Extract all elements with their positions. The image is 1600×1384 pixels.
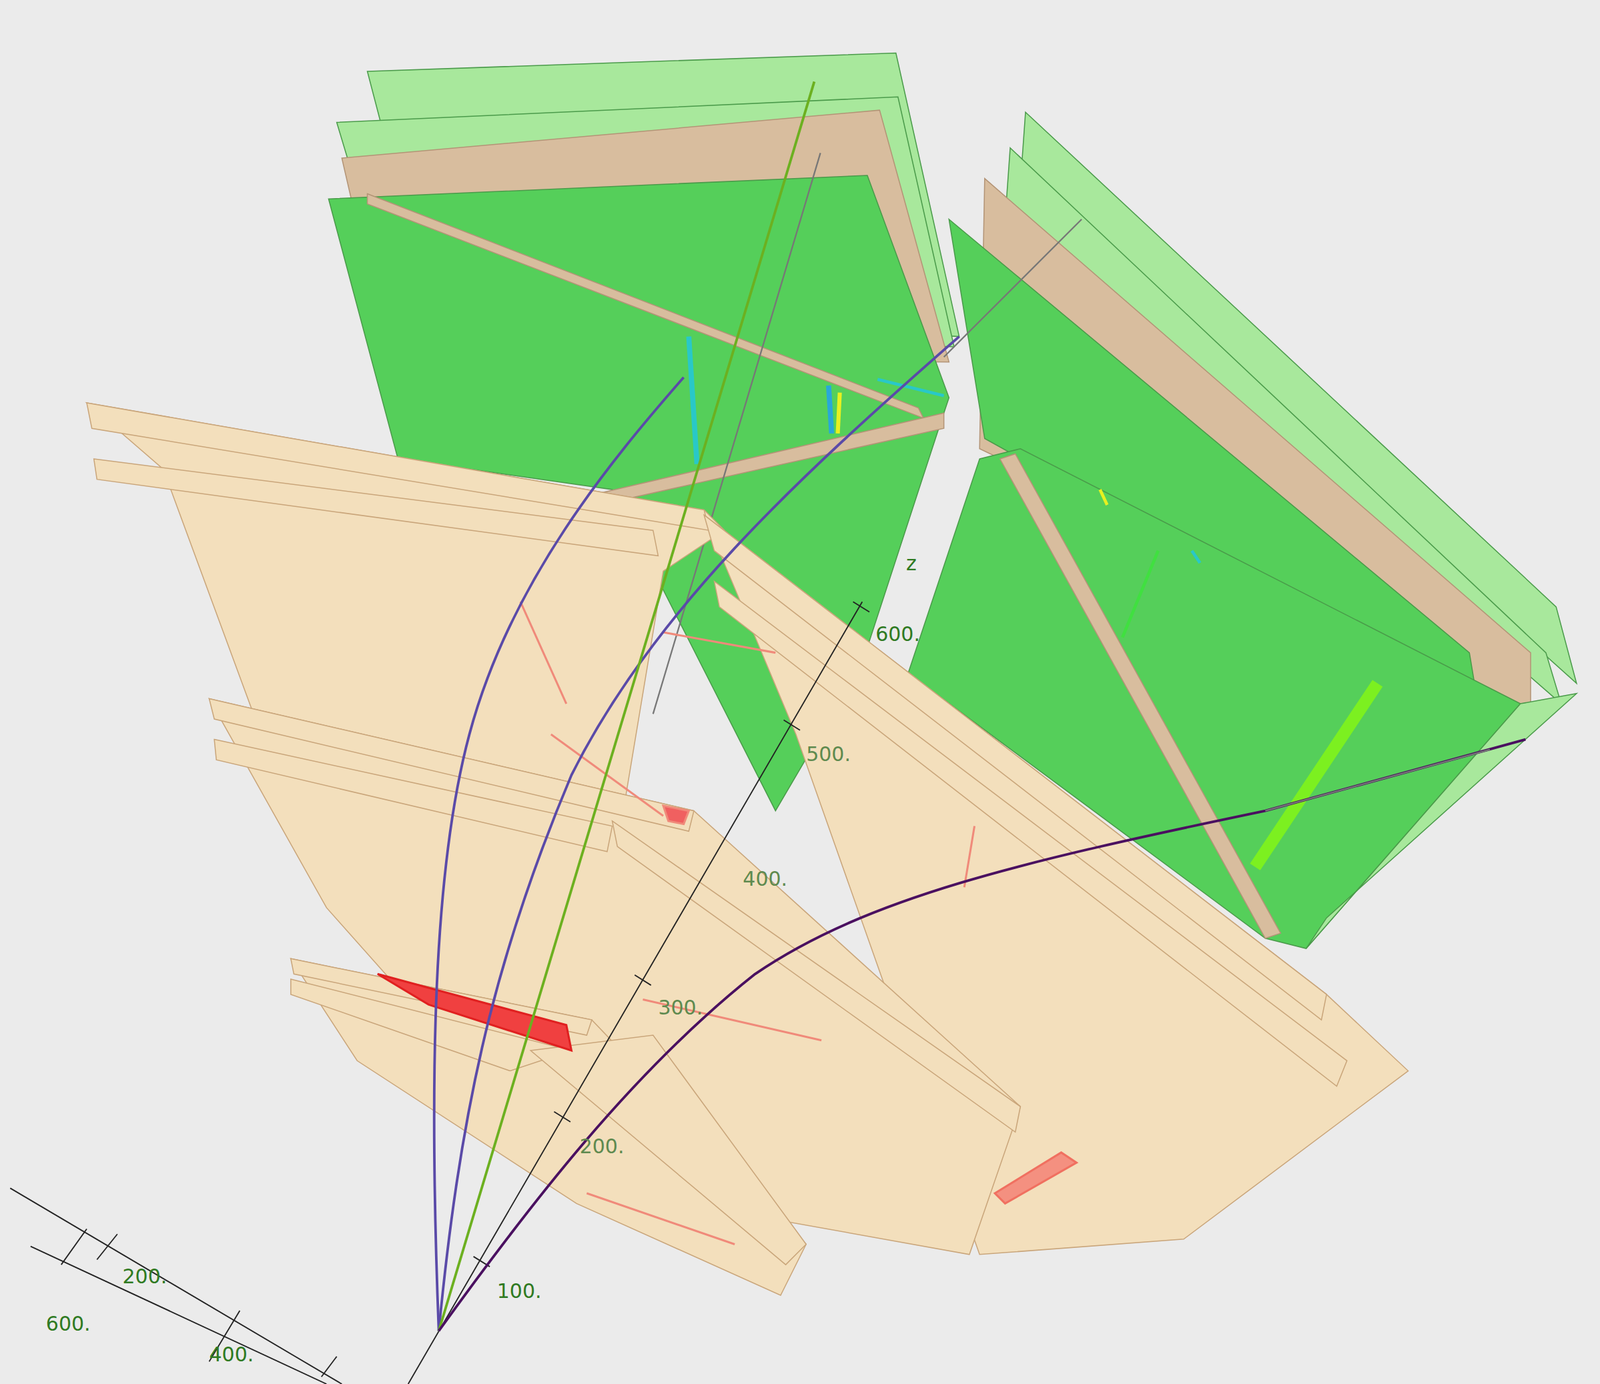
tick xyxy=(96,1234,118,1260)
hit xyxy=(688,336,697,465)
hit-cluster xyxy=(663,806,689,825)
chamber-edge xyxy=(367,194,924,419)
track xyxy=(1265,749,1490,812)
axis-label: z xyxy=(906,553,917,574)
axis-label: 600. xyxy=(46,1314,91,1335)
track xyxy=(944,219,1082,357)
axes xyxy=(10,601,870,1384)
tick xyxy=(634,975,651,986)
chamber-slab xyxy=(530,1035,807,1266)
axis-label: 200. xyxy=(122,1267,168,1288)
hit xyxy=(586,1193,735,1245)
chamber-slab xyxy=(714,581,1348,1087)
hit xyxy=(1122,551,1159,638)
axis-label: 400. xyxy=(209,1345,255,1366)
hit xyxy=(877,379,944,396)
x-axis xyxy=(10,1188,342,1384)
track xyxy=(439,336,960,1332)
chamber-slab xyxy=(94,459,659,556)
axis-label: 300. xyxy=(657,998,703,1019)
tick xyxy=(61,1229,87,1266)
chamber-slab xyxy=(214,739,612,853)
y-axis xyxy=(30,1247,327,1384)
hit xyxy=(1255,683,1378,868)
tick xyxy=(321,1357,337,1378)
hit xyxy=(1191,551,1200,564)
inner-chambers xyxy=(86,403,1408,1296)
hit xyxy=(663,632,776,654)
hit xyxy=(828,385,833,434)
hit xyxy=(520,601,567,704)
z-axis xyxy=(408,601,863,1384)
axis-label: 400. xyxy=(742,869,788,890)
tracks-back xyxy=(653,152,1082,714)
tick xyxy=(783,720,800,731)
track xyxy=(439,739,1526,1332)
hit xyxy=(838,392,841,434)
track xyxy=(434,377,684,1332)
tick xyxy=(553,1112,570,1123)
axis-label: 600. xyxy=(875,624,921,645)
tracks xyxy=(434,81,1526,1332)
hit xyxy=(1100,489,1108,506)
inner-hits xyxy=(377,601,1077,1245)
axis-label: 100. xyxy=(497,1281,542,1302)
tick xyxy=(853,601,870,612)
axis-label: 500. xyxy=(806,744,851,765)
hit-cluster xyxy=(994,1152,1077,1204)
chamber-edge xyxy=(571,413,944,510)
chamber-slab xyxy=(703,515,1327,1021)
chamber-plane xyxy=(290,958,807,1296)
axis-label: 200. xyxy=(579,1136,625,1157)
track xyxy=(439,81,815,1332)
